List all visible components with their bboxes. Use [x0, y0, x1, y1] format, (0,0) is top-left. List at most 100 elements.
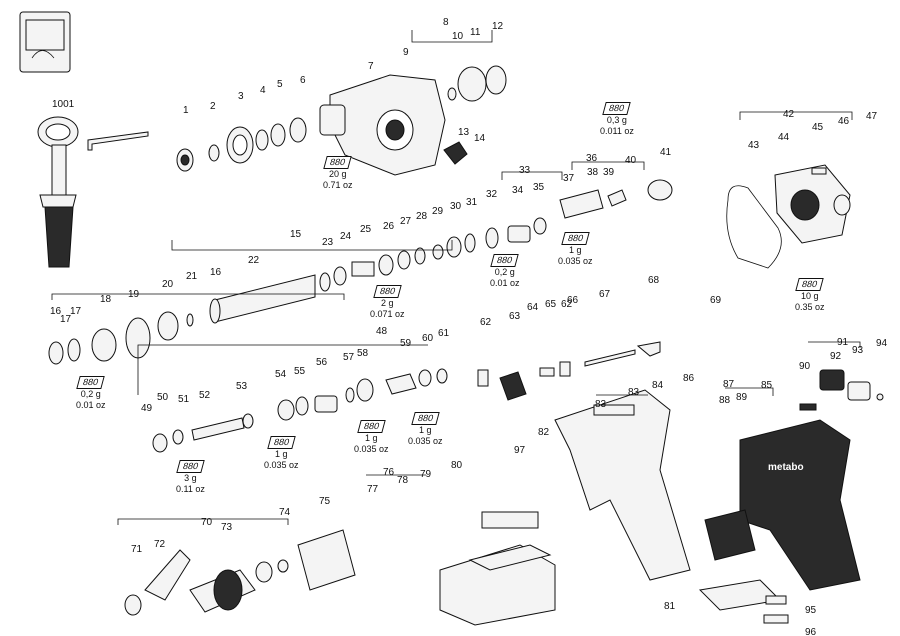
callout-84: 84 — [652, 380, 664, 391]
callout-74: 74 — [279, 507, 291, 518]
callout-94: 94 — [876, 338, 888, 349]
callout-25: 25 — [360, 224, 372, 235]
callout-92: 92 — [830, 351, 842, 362]
callout-80: 80 — [451, 460, 463, 471]
callout-57: 57 — [343, 352, 355, 363]
callout-13: 13 — [458, 127, 470, 138]
callout-17: 17 — [70, 306, 82, 317]
brand-text: metabo — [768, 462, 804, 473]
callout-85: 85 — [761, 380, 773, 391]
grease-tag-amount: 3 g — [184, 473, 197, 483]
grease-tag-amount-oz: 0.11 oz — [176, 484, 205, 494]
callout-37: 37 — [563, 173, 575, 184]
housing-half-left — [554, 389, 691, 581]
housing-half-right: metabo — [739, 419, 861, 591]
grease-tag-amount-oz: 0.035 oz — [408, 436, 443, 446]
grease-tag-amount-oz: 0.035 oz — [354, 444, 389, 454]
callout-23: 23 — [322, 237, 334, 248]
callout-24: 24 — [340, 231, 352, 242]
grease-tag-label: 880 — [795, 278, 825, 291]
gear-housing — [319, 74, 446, 176]
needle-bearing — [457, 66, 487, 102]
electronics-module — [698, 509, 789, 624]
flange-41 — [647, 179, 673, 201]
callout-16: 16 — [50, 306, 62, 317]
guide-tube — [559, 189, 604, 219]
callout-97: 97 — [514, 445, 526, 456]
callout-22: 22 — [248, 255, 260, 266]
callout-89: 89 — [736, 392, 748, 403]
callout-18: 18 — [100, 294, 112, 305]
callout-62: 62 — [480, 317, 492, 328]
part-12 — [443, 141, 468, 165]
callout-50: 50 — [157, 392, 169, 403]
callout-82: 82 — [538, 427, 550, 438]
grease-tag-label: 880 — [561, 232, 590, 245]
callout-49: 49 — [141, 403, 153, 414]
callout-1: 1 — [183, 105, 189, 116]
callout-60: 60 — [422, 333, 434, 344]
callout-55: 55 — [294, 366, 306, 377]
clutch-parts — [48, 311, 194, 365]
grease-tag-label: 880 — [411, 412, 440, 425]
callout-44: 44 — [778, 132, 790, 143]
label-95 — [481, 511, 539, 529]
callout-93: 93 — [852, 345, 864, 356]
part-10 — [447, 87, 457, 101]
gear-train-parts — [152, 368, 448, 453]
grease-tag-label: 880 — [267, 436, 296, 449]
callout-35: 35 — [533, 182, 545, 193]
callout-61: 61 — [438, 328, 450, 339]
callout-4: 4 — [260, 85, 266, 96]
callout-14: 14 — [474, 133, 486, 144]
callout-52: 52 — [199, 390, 211, 401]
callout-29: 29 — [432, 206, 444, 217]
grease-tag-amount: 20 g — [329, 169, 347, 179]
callout-83: 83 — [628, 387, 640, 398]
grease-tag-amount: 0,2 g — [494, 267, 515, 277]
grease-tag-amount-oz: 0.71 oz — [323, 180, 353, 190]
callout-59: 59 — [400, 338, 412, 349]
callout-33: 33 — [519, 165, 531, 176]
callout-20: 20 — [162, 279, 174, 290]
callout-54: 54 — [275, 369, 287, 380]
callout-26: 26 — [383, 221, 395, 232]
callout-73: 73 — [221, 522, 233, 533]
grease-tag-amount: 1 g — [419, 425, 432, 435]
callout-2: 2 — [210, 101, 216, 112]
callout-96: 96 — [805, 627, 817, 636]
callout-6: 6 — [300, 75, 306, 86]
side-handle — [37, 116, 79, 268]
callout-28: 28 — [416, 211, 428, 222]
spindle-assembly — [209, 217, 547, 324]
grease-tag-amount: 10 g — [801, 291, 819, 301]
callout-34: 34 — [512, 185, 524, 196]
callout-47: 47 — [866, 111, 878, 122]
callout-88: 88 — [719, 395, 731, 406]
grease-tag-amount: 0,2 g — [80, 389, 101, 399]
callout-79: 79 — [420, 469, 432, 480]
depth-stop — [87, 131, 149, 151]
grease-tag-amount: 1 g — [275, 449, 288, 459]
callout-90: 90 — [799, 361, 811, 372]
callout-75: 75 — [319, 496, 331, 507]
grease-tag-amount-oz: 0.035 oz — [558, 256, 593, 266]
callout-41: 41 — [660, 147, 672, 158]
callout-7: 7 — [368, 61, 374, 72]
callout-27: 27 — [400, 216, 412, 227]
callout-65: 65 — [545, 299, 557, 310]
callout-45: 45 — [812, 122, 824, 133]
grease-tag-amount: 1 g — [569, 245, 582, 255]
callout-16: 16 — [210, 267, 222, 278]
grease-tag-label: 880 — [357, 420, 386, 433]
grease-tag-label: 880 — [323, 156, 353, 169]
motor-cover-assembly — [726, 164, 851, 269]
